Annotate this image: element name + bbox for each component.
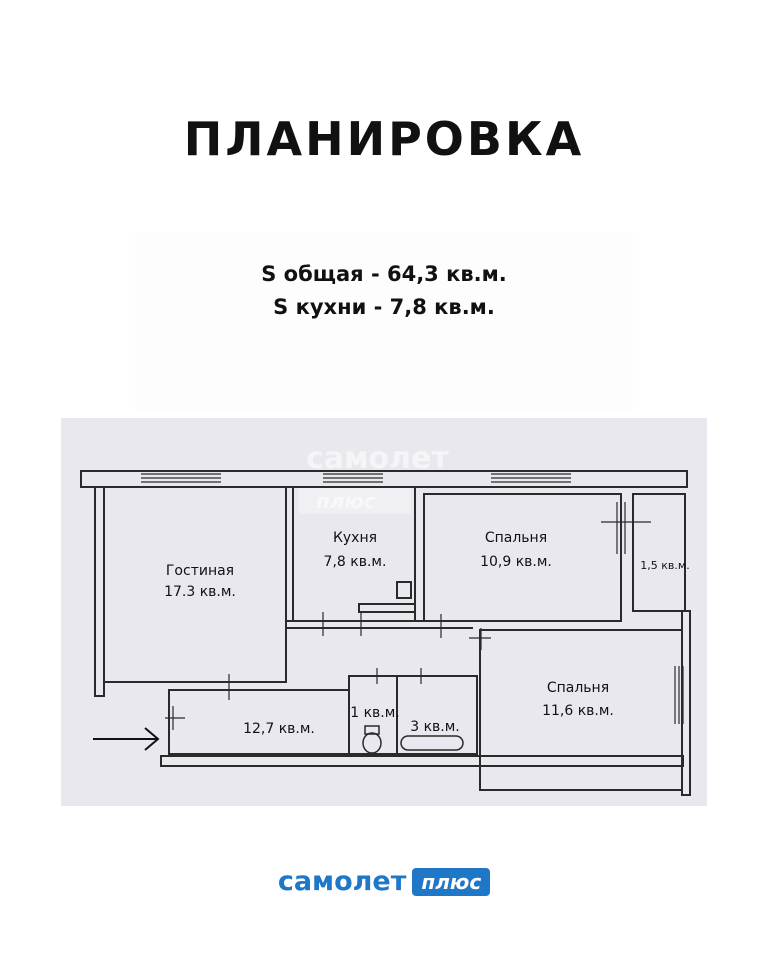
outer-right-wall [681,610,691,796]
windows [141,473,684,724]
toilet-area: 1 кв.м. [350,705,400,721]
kitchen-area-text: S кухни - 7,8 кв.м. [273,295,495,319]
watermark-badge [299,486,411,514]
door-marks [165,612,491,730]
kitchen-area: 7,8 кв.м. [324,554,387,570]
bedroom-2-name: Спальня [547,680,609,696]
outer-left-wall [94,486,105,697]
wall-living-room [103,486,287,683]
fixtures [362,725,464,754]
bathroom-area: 3 кв.м. [410,719,460,735]
balcony-area: 1,5 кв.м. [640,559,689,572]
toilet-tank-icon [364,725,380,735]
outer-bottom-wall [160,755,684,767]
bathtub-icon [400,735,464,751]
watermark-badge-text: плюс [316,489,376,513]
brand-word: самолет [277,866,407,897]
wall-balcony [632,493,686,612]
walls [80,470,691,796]
kitchen-counter [358,603,416,613]
bedroom-1-area: 10,9 кв.м. [480,554,552,570]
brand-badge: плюс [412,867,491,896]
floor-plan: самолет плюс [80,441,691,796]
arrow-right-icon [93,727,160,751]
page-title: ПЛАНИРОВКА [183,112,585,166]
area-summary-panel [135,232,633,410]
total-area-text: S общая - 64,3 кв.м. [261,262,507,286]
wall-bathroom [396,675,478,755]
kitchen-name: Кухня [333,530,377,546]
living-room-name: Гостиная [166,563,234,579]
kitchen-sink [396,581,412,599]
bedroom-2-area: 11,6 кв.м. [542,703,614,719]
bedroom-1-name: Спальня [485,530,547,546]
living-room-area: 17.3 кв.м. [164,584,236,600]
hall-area: 12,7 кв.м. [243,721,315,737]
toilet-bowl-icon [362,732,382,754]
